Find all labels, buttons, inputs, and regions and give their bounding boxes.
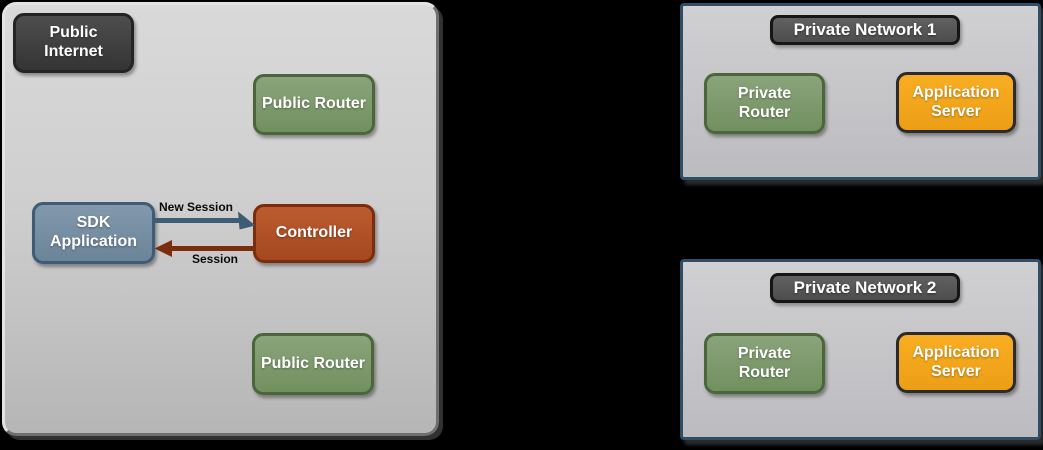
application-server-2-label: Application Server	[912, 343, 1000, 380]
controller-label: Controller	[275, 224, 353, 242]
private-router-2-label: Private Router	[737, 344, 792, 381]
application-server-1-label: Application Server	[912, 83, 1000, 120]
application-server-2-node: Application Server	[896, 332, 1016, 393]
private-network-2-title: Private Network 2	[793, 278, 937, 297]
private-network-1-title: Private Network 1	[793, 20, 937, 39]
private-router-1-node: Private Router	[704, 73, 825, 134]
private-network-1-title-box: Private Network 1	[770, 15, 960, 45]
public-router-top-label: Public Router	[261, 95, 366, 113]
private-network-2-zone: Private Network 2 Private Router Applica…	[680, 259, 1041, 440]
sdk-application-label: SDK Application	[49, 214, 138, 250]
public-router-top-node: Public Router	[253, 74, 375, 135]
public-internet-label: Public Internet	[44, 24, 103, 60]
public-internet-zone: Public Internet Public Router SDK Applic…	[2, 2, 439, 436]
sdk-application-node: SDK Application	[32, 202, 155, 264]
public-internet-label-box: Public Internet	[13, 13, 134, 73]
private-router-1-label: Private Router	[737, 84, 792, 121]
public-router-bottom-label: Public Router	[260, 354, 365, 372]
private-network-1-zone: Private Network 1 Private Router Applica…	[680, 3, 1041, 180]
session-flow-label: Session	[191, 252, 239, 266]
new-session-flow-label: New Session	[158, 200, 234, 214]
controller-node: Controller	[253, 204, 375, 263]
private-router-2-node: Private Router	[704, 333, 825, 394]
private-network-2-title-box: Private Network 2	[770, 273, 960, 303]
public-router-bottom-node: Public Router	[252, 333, 374, 395]
application-server-1-node: Application Server	[896, 72, 1016, 133]
